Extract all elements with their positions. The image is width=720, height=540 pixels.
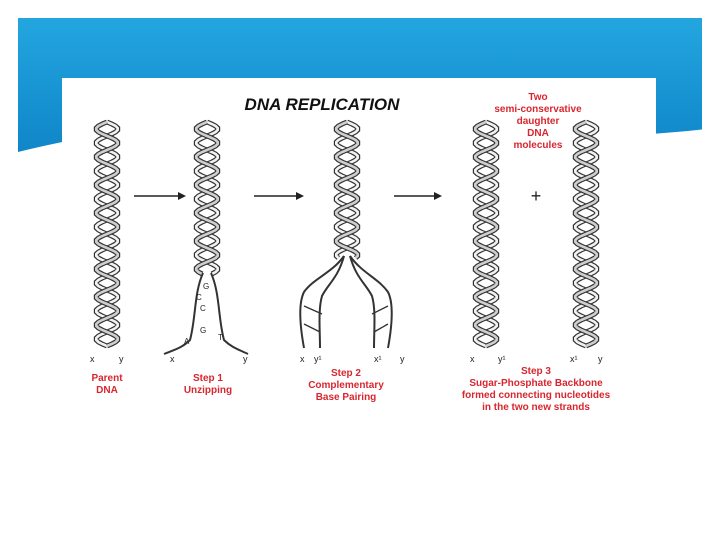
unzip-bases: G C C G A T: [184, 282, 223, 346]
stage-1-label-y: y: [243, 354, 248, 364]
stage-1-caption-line-2: Unzipping: [184, 385, 232, 396]
stage-3-caption-line-3: formed connecting nucleotides: [462, 390, 611, 401]
result-note-line-5: molecules: [514, 140, 563, 151]
base-a: A: [184, 337, 190, 346]
stage-3-caption-line-4: in the two new strands: [482, 402, 590, 413]
base-g-1: G: [203, 282, 209, 291]
stage-0-caption-line-1: Parent: [91, 373, 123, 384]
helix-daughter-2-strand-2: [574, 120, 598, 348]
stage-3-caption: Step 3 Sugar-Phosphate Backbone formed c…: [462, 366, 611, 413]
stage-3-label-x1: x¹: [570, 354, 578, 364]
dna-replication-figure: DNA REPLICATION Two semi-conservative da…: [62, 78, 656, 428]
stage-1-label-x: x: [170, 354, 175, 364]
helix-step2: [333, 119, 361, 260]
stage-0-caption-line-2: DNA: [96, 385, 118, 396]
helix-parent: [93, 119, 121, 349]
strand-labels: x y x y x y¹ x¹ y x y¹ x¹ y: [90, 354, 603, 364]
helix-group: [93, 119, 600, 349]
unzip-right-strand: [210, 272, 249, 355]
stage-1-caption: Step 1 Unzipping: [184, 373, 232, 396]
stage-3-label-x: x: [470, 354, 475, 364]
stage-2-label-x: x: [300, 354, 305, 364]
stage-3-caption-line-2: Sugar-Phosphate Backbone: [469, 378, 603, 389]
stage-3-label-y1: y¹: [498, 354, 506, 364]
result-note-line-2: semi-conservative: [494, 104, 582, 115]
figure-canvas: DNA REPLICATION Two semi-conservative da…: [90, 92, 611, 413]
figure-title: DNA REPLICATION: [245, 95, 401, 114]
stage-0-caption: Parent DNA: [91, 373, 123, 396]
stage-0-label-y: y: [119, 354, 124, 364]
helix-parent-strand-2: [95, 120, 119, 348]
stage-2-caption-line-1: Step 2: [331, 368, 361, 379]
arrow-2-head: [296, 192, 304, 200]
fork-right-outer: [349, 255, 393, 349]
stage-2-label-y: y: [400, 354, 405, 364]
stage-3-label-y: y: [598, 354, 603, 364]
unzip-left-strand: [163, 272, 204, 355]
base-c-1: C: [196, 293, 202, 302]
helix-step2-strand-2: [335, 120, 359, 259]
base-t: T: [218, 333, 223, 342]
stage-2-caption: Step 2 Complementary Base Pairing: [308, 368, 384, 403]
helix-daughter-1: [472, 119, 500, 349]
process-arrows: [134, 192, 442, 200]
result-note-line-3: daughter: [517, 116, 560, 127]
fork-rungs: [303, 305, 389, 333]
result-note: Two semi-conservative daughter DNA molec…: [494, 92, 582, 151]
stage-1-caption-line-1: Step 1: [193, 373, 223, 384]
stage-3-caption-line-1: Step 3: [521, 366, 551, 377]
stage-2-label-y1: y¹: [314, 354, 322, 364]
base-c-2: C: [200, 304, 206, 313]
arrow-3-head: [434, 192, 442, 200]
arrow-1-head: [178, 192, 186, 200]
stage-0-label-x: x: [90, 354, 95, 364]
helix-step1-strand-2: [195, 120, 219, 276]
result-note-line-1: Two: [528, 92, 547, 103]
helix-daughter-2: [572, 119, 600, 349]
stage-2-caption-line-2: Complementary: [308, 380, 384, 391]
unzip-fork: [163, 272, 249, 355]
plus-sign: +: [531, 186, 542, 206]
helix-daughter-1-strand-2: [474, 120, 498, 348]
pairing-fork: [299, 255, 393, 349]
result-note-line-4: DNA: [527, 128, 549, 139]
helix-step1: [193, 119, 221, 277]
fork-left-outer: [299, 255, 345, 349]
stage-2-caption-line-3: Base Pairing: [316, 392, 377, 403]
base-g-2: G: [200, 326, 206, 335]
stage-2-label-x1: x¹: [374, 354, 382, 364]
